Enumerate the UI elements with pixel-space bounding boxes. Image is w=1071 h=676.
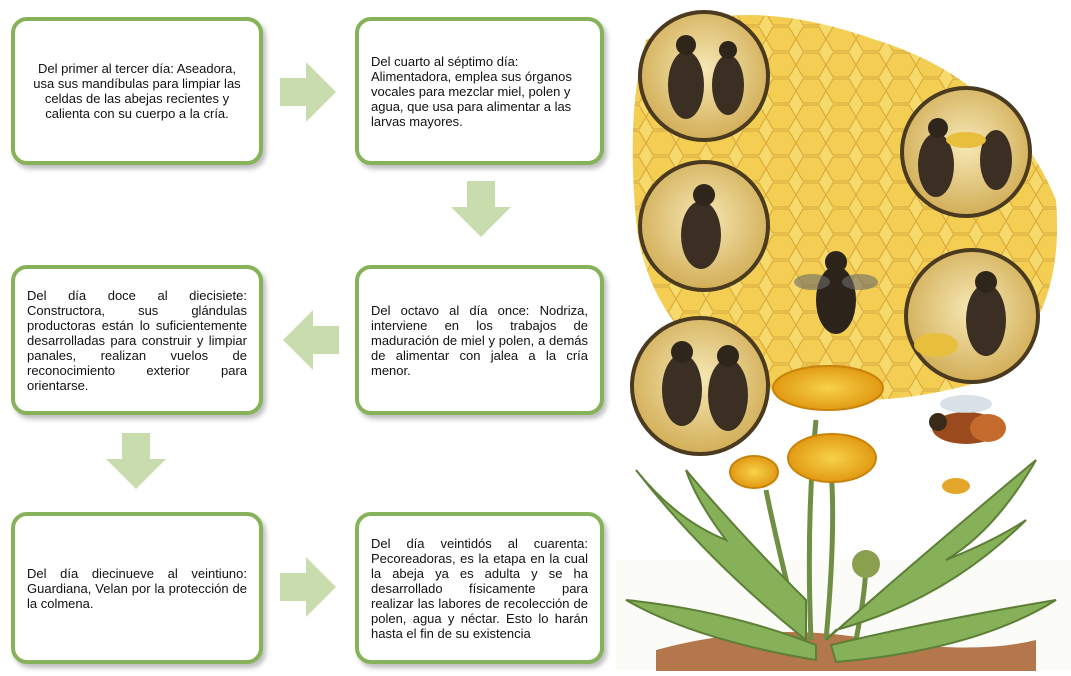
stage-box-5: Del día diecinueve al veintiuno: Guardia… bbox=[11, 512, 263, 664]
stage-text-5: Del día diecinueve al veintiuno: Guardia… bbox=[27, 566, 247, 611]
stage-box-2: Del cuarto al séptimo día: Alimentadora,… bbox=[355, 17, 604, 165]
vignette-3 bbox=[640, 162, 768, 290]
vignette-1 bbox=[640, 12, 768, 140]
stage-box-1: Del primer al tercer día: Aseadora, usa … bbox=[11, 17, 263, 165]
arrow-right-2 bbox=[280, 557, 336, 617]
arrow-down-1 bbox=[451, 181, 511, 237]
stage-box-4: Del día doce al diecisiete: Constructora… bbox=[11, 265, 263, 415]
stage-box-3: Del octavo al día once: Nodriza, intervi… bbox=[355, 265, 604, 415]
stage-text-3: Del octavo al día once: Nodriza, intervi… bbox=[371, 303, 588, 378]
vignette-2 bbox=[902, 88, 1030, 216]
stage-text-1: Del primer al tercer día: Aseadora, usa … bbox=[27, 61, 247, 121]
bee-illustration bbox=[616, 0, 1071, 671]
arrow-left-1 bbox=[283, 310, 339, 370]
stage-box-6: Del día veintidós al cuarenta: Pecoreado… bbox=[355, 512, 604, 664]
bee-flying bbox=[929, 395, 1006, 494]
stage-text-4: Del día doce al diecisiete: Constructora… bbox=[27, 288, 247, 393]
stage-text-6: Del día veintidós al cuarenta: Pecoreado… bbox=[371, 536, 588, 641]
stage-text-2: Del cuarto al séptimo día: Alimentadora,… bbox=[371, 54, 588, 129]
vignette-4 bbox=[906, 250, 1038, 382]
vignette-5 bbox=[632, 318, 768, 454]
arrow-right-1 bbox=[280, 62, 336, 122]
arrow-down-2 bbox=[106, 433, 166, 489]
